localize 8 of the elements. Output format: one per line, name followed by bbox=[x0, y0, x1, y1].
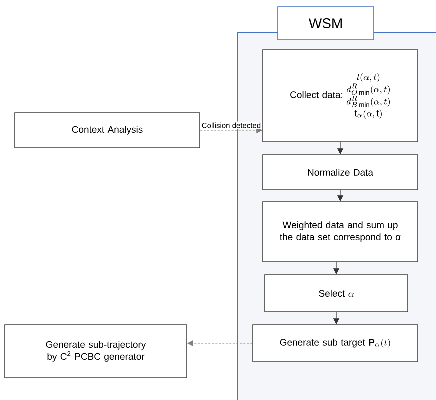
process-box: Normalize Data bbox=[262, 154, 418, 190]
panel-heading: WSM bbox=[278, 6, 374, 40]
process-box: Weighted data and sum up the data set correspond to α bbox=[262, 202, 418, 262]
process-box: Context Analysis bbox=[14, 112, 200, 148]
process-box: Generate sub-trajectory by C$^{2}$ PCBC generator bbox=[4, 324, 188, 378]
process-box: Select $\alpha$ bbox=[264, 274, 408, 312]
process-box: Collect data: $l(\alpha,t)$ $d^{R}_{O\min}(\alpha,t)$ $d^{R}_{B\min}(\alpha,t)$ $\mathrm{t}_{\alpha}(\alpha,\mathrm{t})$ bbox=[262, 50, 418, 142]
process-box: Generate sub target $\mathbf{P}_{\alpha}(t)$ bbox=[252, 324, 418, 362]
